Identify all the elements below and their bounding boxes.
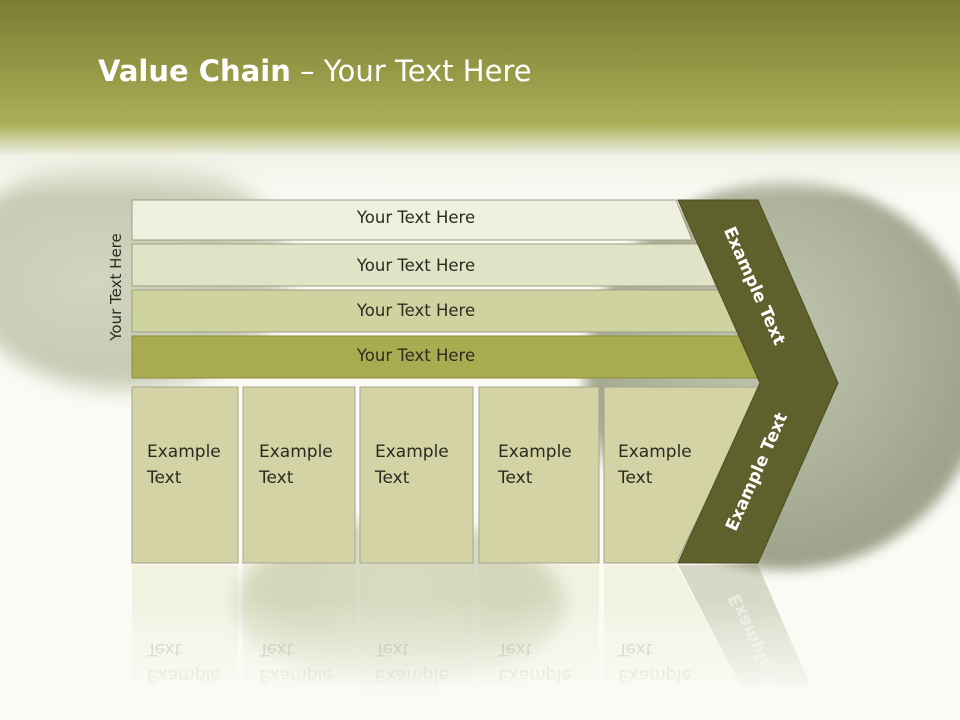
cell-2[interactable] [242,386,356,564]
cell-3[interactable] [359,386,474,564]
cell-5-line1: Example [618,442,692,462]
cell-3-line2: Text [375,468,410,488]
cell-5-line2: Text [618,468,653,488]
band-4-label: Your Text Here [356,346,476,365]
band-1-label: Your Text Here [356,208,476,227]
cell-1-line1: Example [147,442,221,462]
reflection-fade [0,600,960,720]
cell-2-line2: Text [259,468,294,488]
slide-title: Value Chain – Your Text Here [98,54,532,88]
cell-1[interactable] [131,386,239,564]
band-1[interactable] [131,199,693,241]
band-3-label: Your Text Here [356,301,476,320]
cell-2-line1: Example [259,442,333,462]
title-bold: Value Chain [98,54,291,88]
cell-5[interactable] [603,386,763,564]
cell-4-line1: Example [498,442,572,462]
cell-1-line2: Text [147,468,182,488]
cell-3-line1: Example [375,442,449,462]
cell-4-line2: Text [498,468,533,488]
chevron-arrow[interactable] [677,199,839,564]
header-band [0,0,960,200]
cell-4[interactable] [478,386,600,564]
side-label: Your Text Here [107,233,125,341]
band-2-label: Your Text Here [356,256,476,275]
title-rest: – Your Text Here [290,54,532,88]
